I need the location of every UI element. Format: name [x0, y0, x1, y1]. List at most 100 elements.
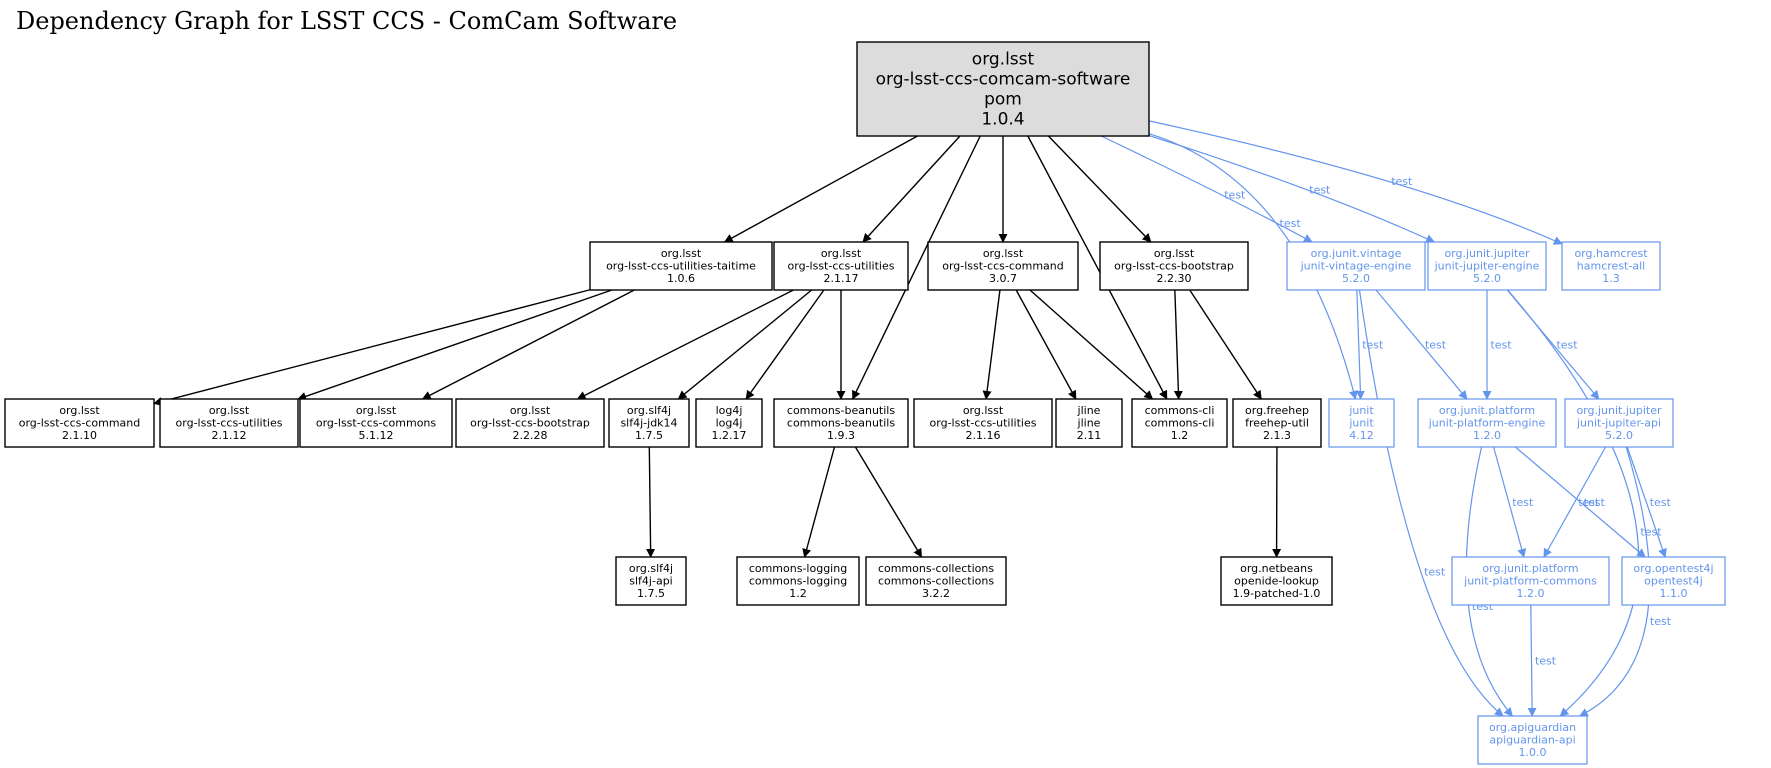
edge-utilities2117-to-bootstrap2228	[576, 289, 794, 400]
node-box	[159, 398, 299, 448]
edge-label: test	[1584, 496, 1606, 509]
node-box	[615, 556, 687, 606]
edge-slf4jjdk14-to-slf4japi	[646, 446, 656, 558]
node-label-line: junit-jupiter-api	[1576, 417, 1661, 430]
edge-label: test	[1490, 339, 1512, 352]
edge-platformengine-to-apiguardian	[1465, 446, 1513, 717]
edge-label: test	[1512, 496, 1534, 509]
node-box	[856, 41, 1150, 137]
edge-jupiterapi-to-opentest4j	[1626, 446, 1667, 558]
node-label-line: junit	[1348, 404, 1374, 417]
node-jupiterengine: org.junit.jupiterjunit-jupiter-engine5.2…	[1427, 241, 1547, 291]
node-label-line: commons-collections	[878, 562, 994, 575]
node-box	[1220, 556, 1333, 606]
node-label-line: 1.1.0	[1660, 587, 1688, 600]
node-label-line: org.netbeans	[1240, 562, 1313, 575]
node-label-line: org.slf4j	[629, 562, 673, 575]
node-label-line: commons-logging	[749, 562, 847, 575]
node-box	[773, 241, 909, 291]
node-label-line: org-lsst-ccs-command	[942, 260, 1064, 273]
node-label-line: org.lsst	[510, 404, 551, 417]
node-label-line: junit	[1348, 417, 1374, 430]
node-label-line: slf4j-jdk14	[620, 417, 677, 430]
node-label-line: org.hamcrest	[1574, 247, 1648, 260]
node-platformengine: org.junit.platformjunit-platform-engine1…	[1417, 398, 1557, 448]
node-label-line: org-lsst-ccs-bootstrap	[470, 417, 590, 430]
node-label-line: commons-beanutils	[787, 404, 895, 417]
node-label-line: junit-jupiter-engine	[1434, 260, 1540, 273]
node-label-line: openide-lookup	[1234, 575, 1319, 588]
node-label-line: org.apiguardian	[1489, 721, 1576, 734]
node-label-line: 5.2.0	[1473, 272, 1501, 285]
edge-label: test	[1224, 189, 1246, 202]
node-label-line: slf4j-api	[629, 575, 672, 588]
node-label-line: 2.1.12	[212, 429, 247, 442]
edge-root-to-vintage	[1100, 135, 1313, 243]
node-label-line: junit-platform-commons	[1463, 575, 1597, 588]
node-label-line: 1.0.0	[1519, 746, 1547, 759]
node-box	[927, 241, 1079, 291]
edge-bootstrap2230-to-commonscli	[1173, 289, 1183, 400]
node-label-line: org-lsst-ccs-utilities	[176, 417, 283, 430]
edge-root-to-utilities2117	[862, 135, 961, 243]
edge-label: test	[1309, 183, 1331, 196]
node-label-line: 1.3	[1602, 272, 1620, 285]
node-label-line: org.lsst	[821, 247, 862, 260]
edge-platformcommons-to-apiguardian	[1527, 604, 1537, 717]
nodes-layer: org.lsstorg-lsst-ccs-comcam-softwarepom1…	[4, 41, 1726, 765]
node-box	[913, 398, 1053, 448]
node-box	[1417, 398, 1557, 448]
node-box	[1561, 241, 1661, 291]
edge-jupiterengine-to-apiguardian	[1507, 289, 1640, 717]
node-label-line: 1.2.0	[1473, 429, 1501, 442]
node-label-line: org.junit.platform	[1482, 562, 1578, 575]
node-label-line: org.junit.platform	[1439, 404, 1535, 417]
node-label-line: org.lsst	[59, 404, 100, 417]
node-box	[1621, 556, 1726, 606]
edge-beanutils-to-logging	[802, 446, 836, 558]
node-label-line: 3.0.7	[989, 272, 1017, 285]
node-label-line: org-lsst-ccs-utilities	[930, 417, 1037, 430]
node-label-line: org.lsst	[661, 247, 702, 260]
node-label-line: 5.2.0	[1605, 429, 1633, 442]
edge-taitime-to-command2110	[153, 289, 591, 406]
node-label-line: 5.1.12	[359, 429, 394, 442]
node-box	[4, 398, 155, 448]
node-label-line: 1.2.0	[1517, 587, 1545, 600]
node-label-line: opentest4j	[1644, 575, 1703, 588]
node-label-line: org.lsst	[1154, 247, 1195, 260]
node-label-line: 1.2	[1171, 429, 1189, 442]
node-label-line: 1.0.4	[981, 110, 1024, 130]
edge-jupiterapi-to-platformcommons	[1543, 446, 1607, 558]
node-label-line: 5.2.0	[1342, 272, 1370, 285]
node-label-line: apiguardian-api	[1489, 734, 1575, 747]
edge-label: test	[1280, 217, 1302, 230]
node-label-line: org.opentest4j	[1633, 562, 1713, 575]
edge-root-to-beanutils	[852, 135, 981, 400]
node-label-line: freehep-util	[1245, 417, 1309, 430]
edge-root-to-commonscli	[1027, 135, 1168, 400]
node-box	[1099, 241, 1249, 291]
edge-jupiterapi-to-apiguardian	[1578, 446, 1651, 717]
node-label-line: pom	[984, 90, 1022, 110]
node-label-line: log4j	[716, 417, 743, 430]
edge-utilities2117-to-slf4jjdk14	[677, 289, 813, 400]
edge-label: test	[1424, 566, 1446, 579]
node-label-line: org-lsst-ccs-utilities-taitime	[606, 260, 756, 273]
node-label-line: jline	[1077, 417, 1101, 430]
edge-utilities2117-to-log4j	[745, 289, 825, 400]
edge-taitime-to-utilities2112	[297, 289, 613, 401]
node-label-line: 2.1.17	[824, 272, 859, 285]
node-box	[695, 398, 763, 448]
